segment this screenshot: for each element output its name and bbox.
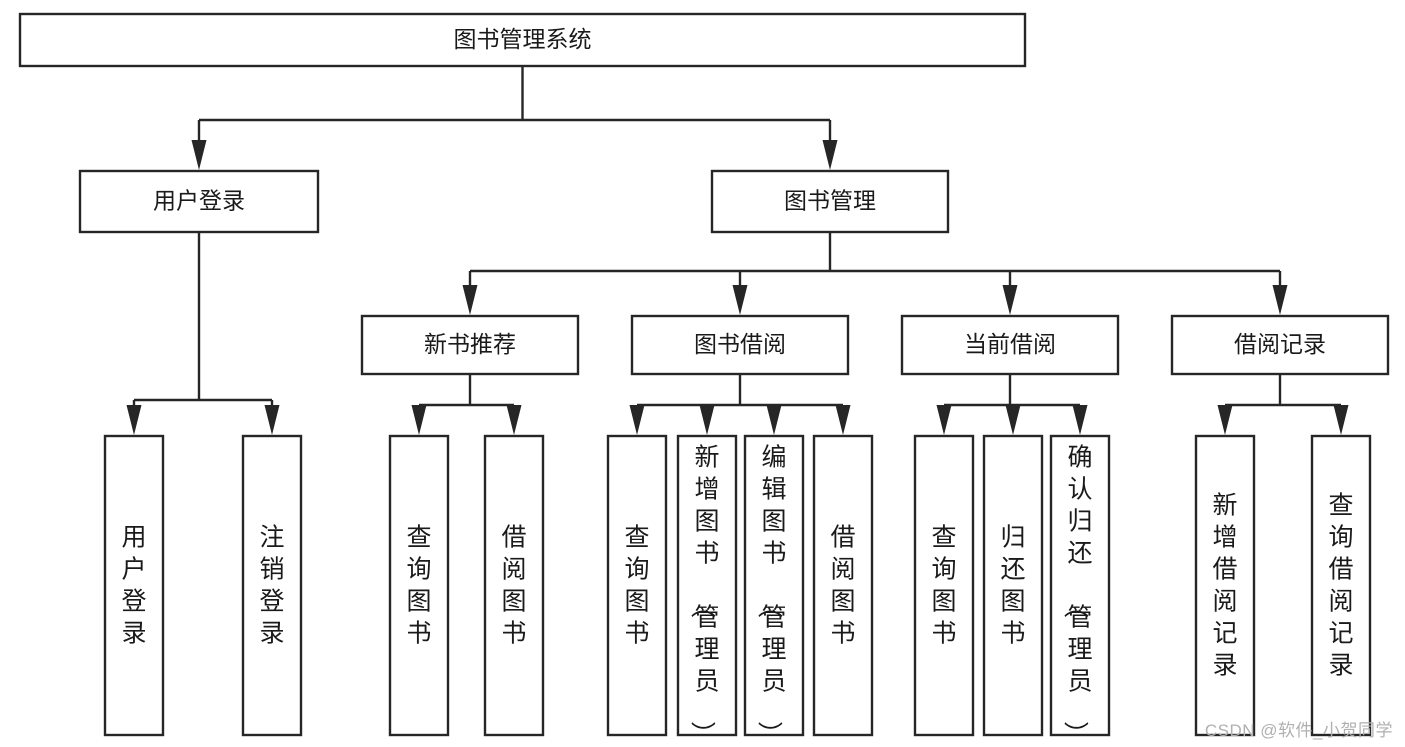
node-user-login[interactable]: 用户登录 <box>78 169 320 234</box>
arrow-head-icon <box>411 405 427 435</box>
node-box-leaf-user-logout <box>241 434 303 737</box>
node-box-leaf-edit-book <box>743 434 805 737</box>
node-label-leaf-borrow-book-2: 借阅图书 <box>830 523 855 647</box>
node-label-leaf-borrow-book-1: 借阅图书 <box>501 523 526 647</box>
node-label-current-borrow: 当前借阅 <box>964 331 1056 357</box>
node-box-new-book-recommend <box>360 314 580 376</box>
arrow-head-icon <box>732 285 748 315</box>
arrow-head-icon <box>462 285 478 315</box>
node-leaf-query-book-3[interactable]: 查询图书 <box>913 434 975 737</box>
node-book-borrow[interactable]: 图书借阅 <box>630 314 850 376</box>
node-box-leaf-confirm-return <box>1049 434 1111 737</box>
node-label-borrow-record: 借阅记录 <box>1234 331 1326 357</box>
connector-group-user-login <box>126 232 280 435</box>
arrow-head-icon <box>936 405 952 435</box>
arrow-head-icon <box>1217 405 1233 435</box>
node-label-leaf-query-book-1: 查询图书 <box>406 523 431 647</box>
node-new-book-recommend[interactable]: 新书推荐 <box>360 314 580 376</box>
node-leaf-query-record[interactable]: 查询借阅记录 <box>1310 434 1372 737</box>
node-label-user-login: 用户登录 <box>153 188 245 214</box>
node-box-user-login <box>78 169 320 234</box>
node-label-book-borrow: 图书借阅 <box>694 331 786 357</box>
node-leaf-edit-book[interactable]: 编辑图书（管理员） <box>743 434 805 746</box>
arrow-head-icon <box>1272 285 1288 315</box>
edges-layer <box>126 66 1349 435</box>
node-label-leaf-user-logout: 注销登录 <box>259 523 284 647</box>
node-box-leaf-borrow-book-1 <box>483 434 545 737</box>
nodes-layer: 图书管理系统用户登录图书管理新书推荐图书借阅当前借阅借阅记录用户登录注销登录查询… <box>18 12 1390 746</box>
node-label-book-manage: 图书管理 <box>784 188 876 214</box>
connector-group-root <box>191 66 838 170</box>
node-root[interactable]: 图书管理系统 <box>18 12 1027 68</box>
node-leaf-borrow-book-2[interactable]: 借阅图书 <box>812 434 874 737</box>
node-box-leaf-add-book <box>676 434 738 737</box>
connector-group-book-manage <box>462 232 1288 315</box>
arrow-head-icon <box>1072 405 1088 435</box>
node-box-leaf-add-record <box>1194 434 1256 737</box>
node-label-leaf-user-login: 用户登录 <box>121 523 146 647</box>
node-box-leaf-query-record <box>1310 434 1372 737</box>
node-leaf-confirm-return[interactable]: 确认归还（管理员） <box>1049 434 1111 746</box>
connector-group-new-book-recommend <box>411 374 522 435</box>
arrow-head-icon <box>629 405 645 435</box>
node-current-borrow[interactable]: 当前借阅 <box>900 314 1120 376</box>
node-leaf-add-book[interactable]: 新增图书（管理员） <box>676 434 738 746</box>
node-leaf-return-book[interactable]: 归还图书 <box>982 434 1044 737</box>
arrow-head-icon <box>506 405 522 435</box>
node-box-leaf-query-book-2 <box>606 434 668 737</box>
node-box-leaf-borrow-book-2 <box>812 434 874 737</box>
node-label-root: 图书管理系统 <box>454 26 592 52</box>
node-label-new-book-recommend: 新书推荐 <box>424 331 516 357</box>
connector-group-book-borrow <box>629 374 851 435</box>
node-leaf-query-book-2[interactable]: 查询图书 <box>606 434 668 737</box>
node-label-leaf-add-record: 新增借阅记录 <box>1212 491 1237 679</box>
node-box-borrow-record <box>1170 314 1390 376</box>
node-box-leaf-query-book-3 <box>913 434 975 737</box>
arrow-head-icon <box>822 140 838 170</box>
node-box-leaf-user-login <box>103 434 165 737</box>
arrow-head-icon <box>264 405 280 435</box>
arrow-head-icon <box>699 405 715 435</box>
arrow-head-icon <box>191 140 207 170</box>
node-label-leaf-add-book: 新增图书（管理员） <box>688 443 719 746</box>
node-leaf-query-book-1[interactable]: 查询图书 <box>388 434 450 737</box>
arrow-head-icon <box>835 405 851 435</box>
node-label-leaf-query-record: 查询借阅记录 <box>1328 491 1353 679</box>
node-label-leaf-confirm-return: 确认归还（管理员） <box>1061 443 1092 746</box>
arrow-head-icon <box>126 405 142 435</box>
node-box-current-borrow <box>900 314 1120 376</box>
node-box-leaf-return-book <box>982 434 1044 737</box>
connector-group-borrow-record <box>1217 374 1349 435</box>
arrow-head-icon <box>1002 285 1018 315</box>
node-box-book-manage <box>710 169 950 234</box>
node-box-leaf-query-book-1 <box>388 434 450 737</box>
arrow-head-icon <box>1333 405 1349 435</box>
node-box-book-borrow <box>630 314 850 376</box>
connector-group-current-borrow <box>936 374 1088 435</box>
node-box-root <box>18 12 1027 68</box>
node-leaf-borrow-book-1[interactable]: 借阅图书 <box>483 434 545 737</box>
node-leaf-add-record[interactable]: 新增借阅记录 <box>1194 434 1256 737</box>
node-label-leaf-edit-book: 编辑图书（管理员） <box>755 443 786 746</box>
node-label-leaf-query-book-3: 查询图书 <box>931 523 956 647</box>
arrow-head-icon <box>766 405 782 435</box>
node-book-manage[interactable]: 图书管理 <box>710 169 950 234</box>
node-label-leaf-query-book-2: 查询图书 <box>624 523 649 647</box>
node-leaf-user-login[interactable]: 用户登录 <box>103 434 165 737</box>
arrow-head-icon <box>1005 405 1021 435</box>
node-label-leaf-return-book: 归还图书 <box>1000 523 1025 647</box>
node-borrow-record[interactable]: 借阅记录 <box>1170 314 1390 376</box>
node-leaf-user-logout[interactable]: 注销登录 <box>241 434 303 737</box>
